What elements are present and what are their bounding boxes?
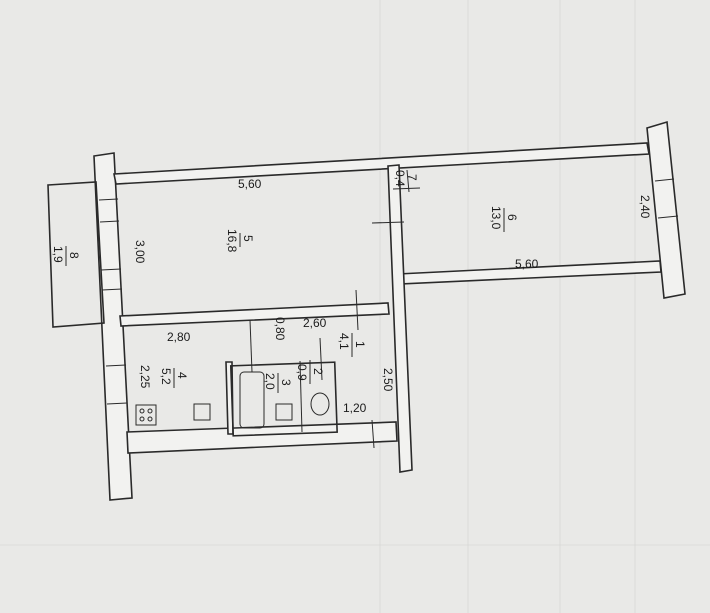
svg-text:0,9: 0,9 [295, 364, 309, 381]
dim-kitchen-width: 2,25 [138, 365, 152, 389]
svg-text:1,9: 1,9 [51, 246, 65, 263]
dim-room6-length: 5,60 [515, 257, 539, 271]
room-label-6: 6 13,0 [489, 206, 519, 232]
dim-wc-width: 1,20 [343, 401, 367, 415]
svg-text:0,4: 0,4 [393, 170, 407, 187]
dim-kitchen-length: 2,80 [167, 330, 191, 344]
dimension-ticks [249, 169, 421, 449]
toilet-icon [310, 392, 330, 416]
svg-text:3: 3 [279, 379, 293, 386]
windows [98, 178, 679, 405]
svg-text:5,2: 5,2 [159, 368, 173, 385]
dim-hall-length: 2,60 [303, 316, 327, 330]
svg-text:2: 2 [311, 368, 325, 375]
room-label-4: 4 5,2 [159, 368, 189, 388]
sink-icon [193, 403, 211, 421]
room-label-5: 5 16,8 [225, 229, 255, 253]
dim-hall-width: 2,50 [381, 368, 395, 392]
bathtub-icon [239, 371, 265, 429]
room-label-3: 3 2,0 [263, 373, 293, 393]
svg-text:4,1: 4,1 [337, 333, 351, 350]
room-label-8: 8 1,9 [51, 246, 81, 266]
washbasin-icon [275, 403, 293, 421]
svg-text:7: 7 [405, 174, 419, 181]
svg-text:13,0: 13,0 [489, 206, 503, 230]
svg-text:5: 5 [241, 235, 255, 242]
svg-text:8: 8 [67, 252, 81, 259]
dim-room6-width: 2,40 [638, 195, 652, 219]
balcony [47, 181, 105, 328]
walls [93, 120, 686, 501]
svg-text:4: 4 [175, 372, 189, 379]
svg-text:2,0: 2,0 [263, 373, 277, 390]
svg-text:1: 1 [353, 341, 367, 348]
stove-icon [135, 404, 157, 426]
dim-room5-length: 5,60 [238, 177, 262, 191]
svg-text:16,8: 16,8 [225, 229, 239, 253]
room-label-7: 7 0,4 [393, 170, 419, 187]
dim-room5-width: 3,00 [133, 240, 147, 264]
fixtures [135, 371, 330, 429]
room-label-2: 2 0,9 [295, 360, 325, 384]
svg-text:6: 6 [505, 214, 519, 221]
room-label-1: 1 4,1 [337, 333, 367, 357]
dim-bath-width: 0,80 [273, 317, 287, 341]
